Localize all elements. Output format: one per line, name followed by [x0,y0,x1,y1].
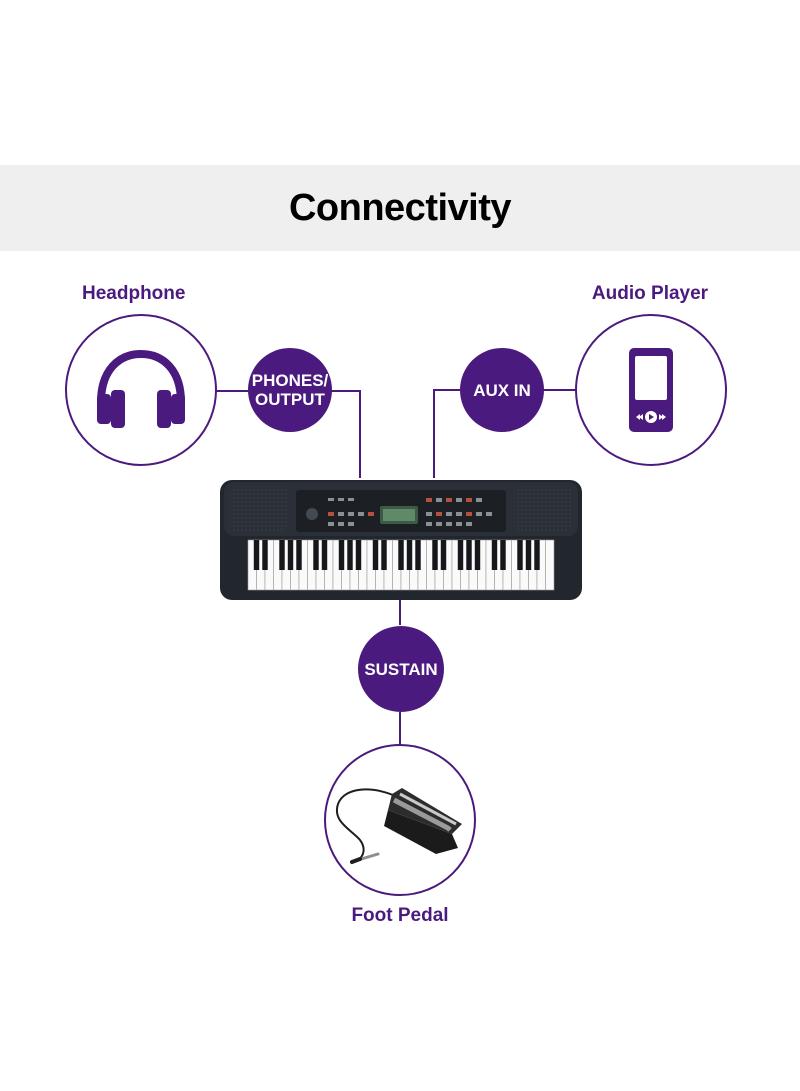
black-key [381,540,387,570]
black-key [406,540,413,570]
connector-headphone [215,390,250,392]
phones-output-line1: PHONES/ [251,371,329,390]
page-title: Connectivity [288,186,512,229]
foot-pedal-circle [324,744,476,896]
connector-aux-to-keyboard-h [433,389,463,391]
black-key [398,540,404,570]
black-key [355,540,362,570]
black-key [296,540,302,570]
black-key [262,540,268,570]
keyboard-image [220,476,582,600]
connector-aux-to-keyboard-v [433,389,435,478]
aux-in-label: AUX IN [473,380,531,400]
sustain-label: SUSTAIN [364,659,438,679]
black-key [321,540,328,570]
connector-audio-player [541,389,579,391]
black-key [474,540,481,570]
connector-sustain-to-pedal [399,712,401,745]
black-key [253,540,260,570]
phones-output-port: PHONES/ OUTPUT [248,348,332,432]
black-key [457,540,464,570]
black-key [525,540,532,570]
black-key [313,540,319,570]
phones-output-line2: OUTPUT [255,390,325,409]
foot-pedal-image [330,770,470,870]
black-key [415,540,421,570]
black-key [534,540,540,570]
black-key [287,540,294,570]
aux-in-port: AUX IN [460,348,544,432]
black-key [347,540,353,570]
headphone-label: Headphone [82,283,186,304]
black-key [338,540,345,570]
audio-player-circle [575,314,727,466]
white-key [545,539,555,591]
black-key [491,540,498,570]
headphone-icon [93,348,189,432]
black-key [440,540,447,570]
black-key [432,540,438,570]
audio-player-icon [627,346,675,434]
sustain-port: SUSTAIN [358,626,444,712]
audio-player-label: Audio Player [591,283,709,304]
connector-phones-to-keyboard-v [359,390,361,478]
black-key [500,540,506,570]
black-key [466,540,472,570]
title-banner: Connectivity [0,165,800,251]
black-key [279,540,285,570]
black-key [372,540,379,570]
connector-phones-to-keyboard-h [329,390,361,392]
connector-keyboard-to-sustain [399,597,401,625]
headphone-circle [65,314,217,466]
foot-pedal-label: Foot Pedal [351,905,449,926]
black-key [517,540,523,570]
